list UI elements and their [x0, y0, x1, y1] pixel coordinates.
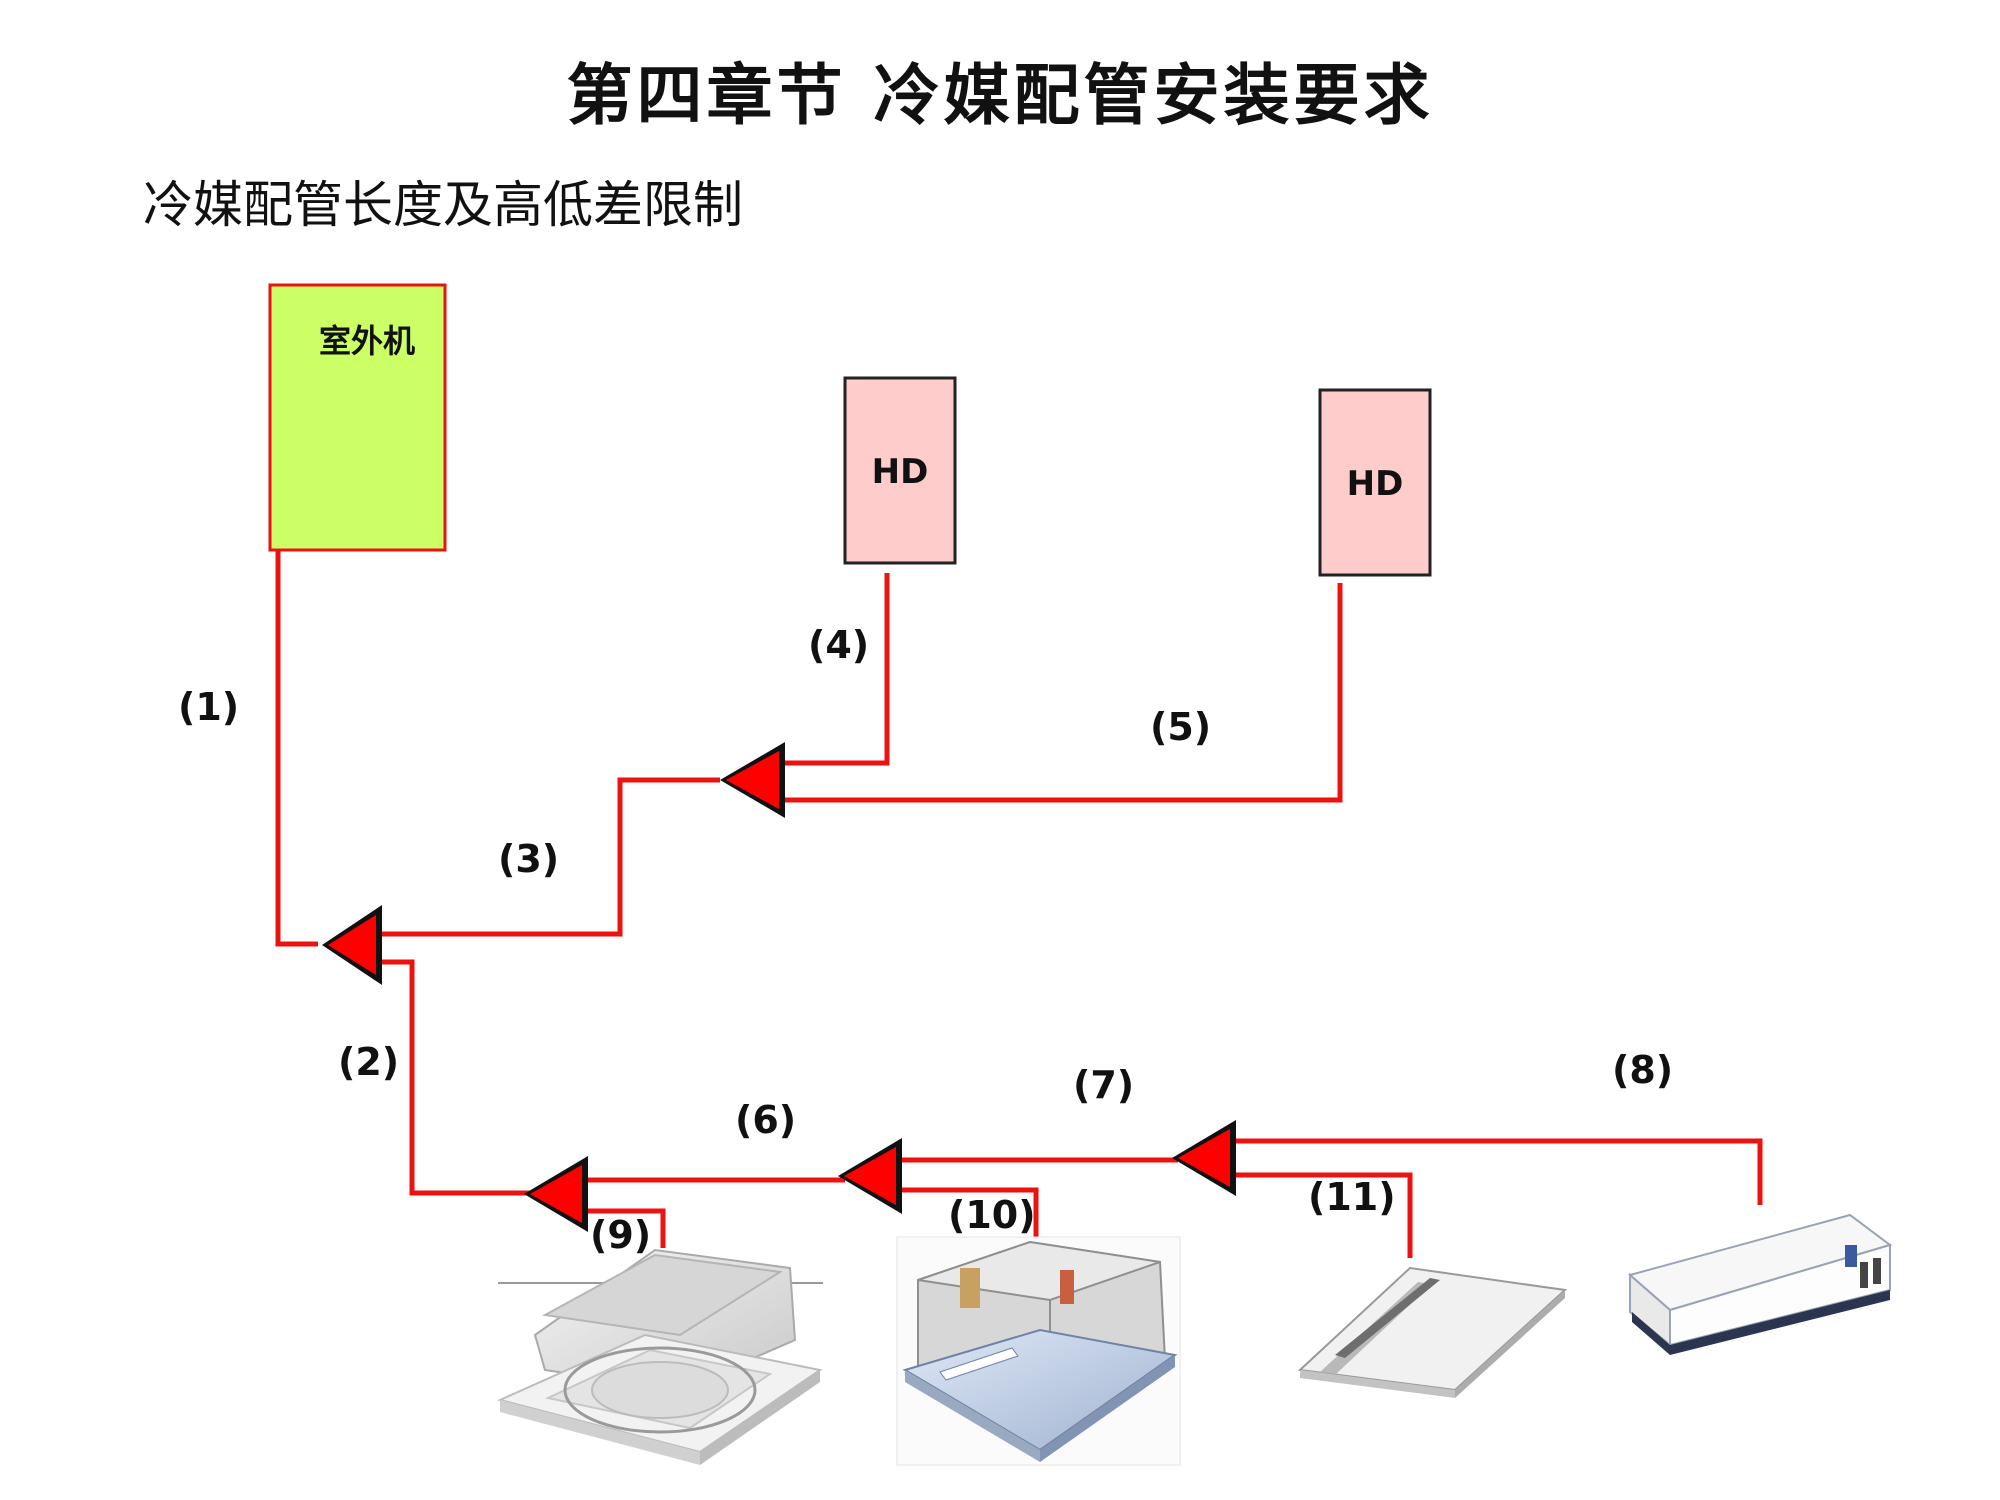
page-title: 第四章节 冷媒配管安装要求 [566, 56, 1434, 134]
label-p7: (7) [1073, 1063, 1134, 1107]
branch-joints [322, 742, 1236, 1232]
branch-joint-5 [1172, 1120, 1236, 1196]
label-p1: (1) [178, 685, 239, 729]
page-subtitle: 冷媒配管长度及高低差限制 [143, 176, 743, 234]
hd-unit-1: HD [843, 376, 957, 565]
label-p5: (5) [1150, 705, 1211, 749]
pipe-5 [775, 583, 1343, 803]
label-p11: (11) [1308, 1175, 1396, 1219]
pipe-labels: (1) (2) (3) (4) (5) (6) (7) (8) (9) (10)… [178, 623, 1673, 1257]
label-p6: (6) [735, 1098, 796, 1142]
hd-unit-2-label: HD [1347, 464, 1404, 504]
indoor-unit-cassette-1way [1297, 1266, 1568, 1398]
pipe-4 [775, 573, 890, 766]
pipe-8 [1232, 1138, 1763, 1205]
hd-unit-1-label: HD [872, 452, 929, 492]
label-p4: (4) [808, 623, 869, 667]
indoor-unit-ducted [1627, 1213, 1893, 1355]
pipe-1 [275, 550, 318, 947]
branch-joint-2 [720, 742, 785, 818]
pipe-3 [372, 777, 720, 937]
branch-joint-1 [322, 905, 382, 985]
label-p8: (8) [1612, 1048, 1673, 1092]
indoor-unit-cassette-4way [496, 1248, 823, 1465]
indoor-unit-ceiling-box [896, 1236, 1181, 1466]
outdoor-unit-label: 室外机 [319, 322, 415, 360]
branch-joint-3 [524, 1156, 588, 1232]
outdoor-unit: 室外机 [268, 283, 447, 552]
label-p9: (9) [590, 1213, 651, 1257]
label-p3: (3) [498, 837, 559, 881]
hd-unit-2: HD [1318, 388, 1432, 577]
pipe-11 [1232, 1172, 1413, 1258]
label-p10: (10) [948, 1193, 1036, 1237]
pipe-2 [372, 959, 530, 1196]
label-p2: (2) [338, 1040, 399, 1084]
branch-joint-4 [838, 1138, 902, 1214]
pipe-9 [582, 1208, 666, 1248]
pipe-10 [898, 1187, 1039, 1238]
